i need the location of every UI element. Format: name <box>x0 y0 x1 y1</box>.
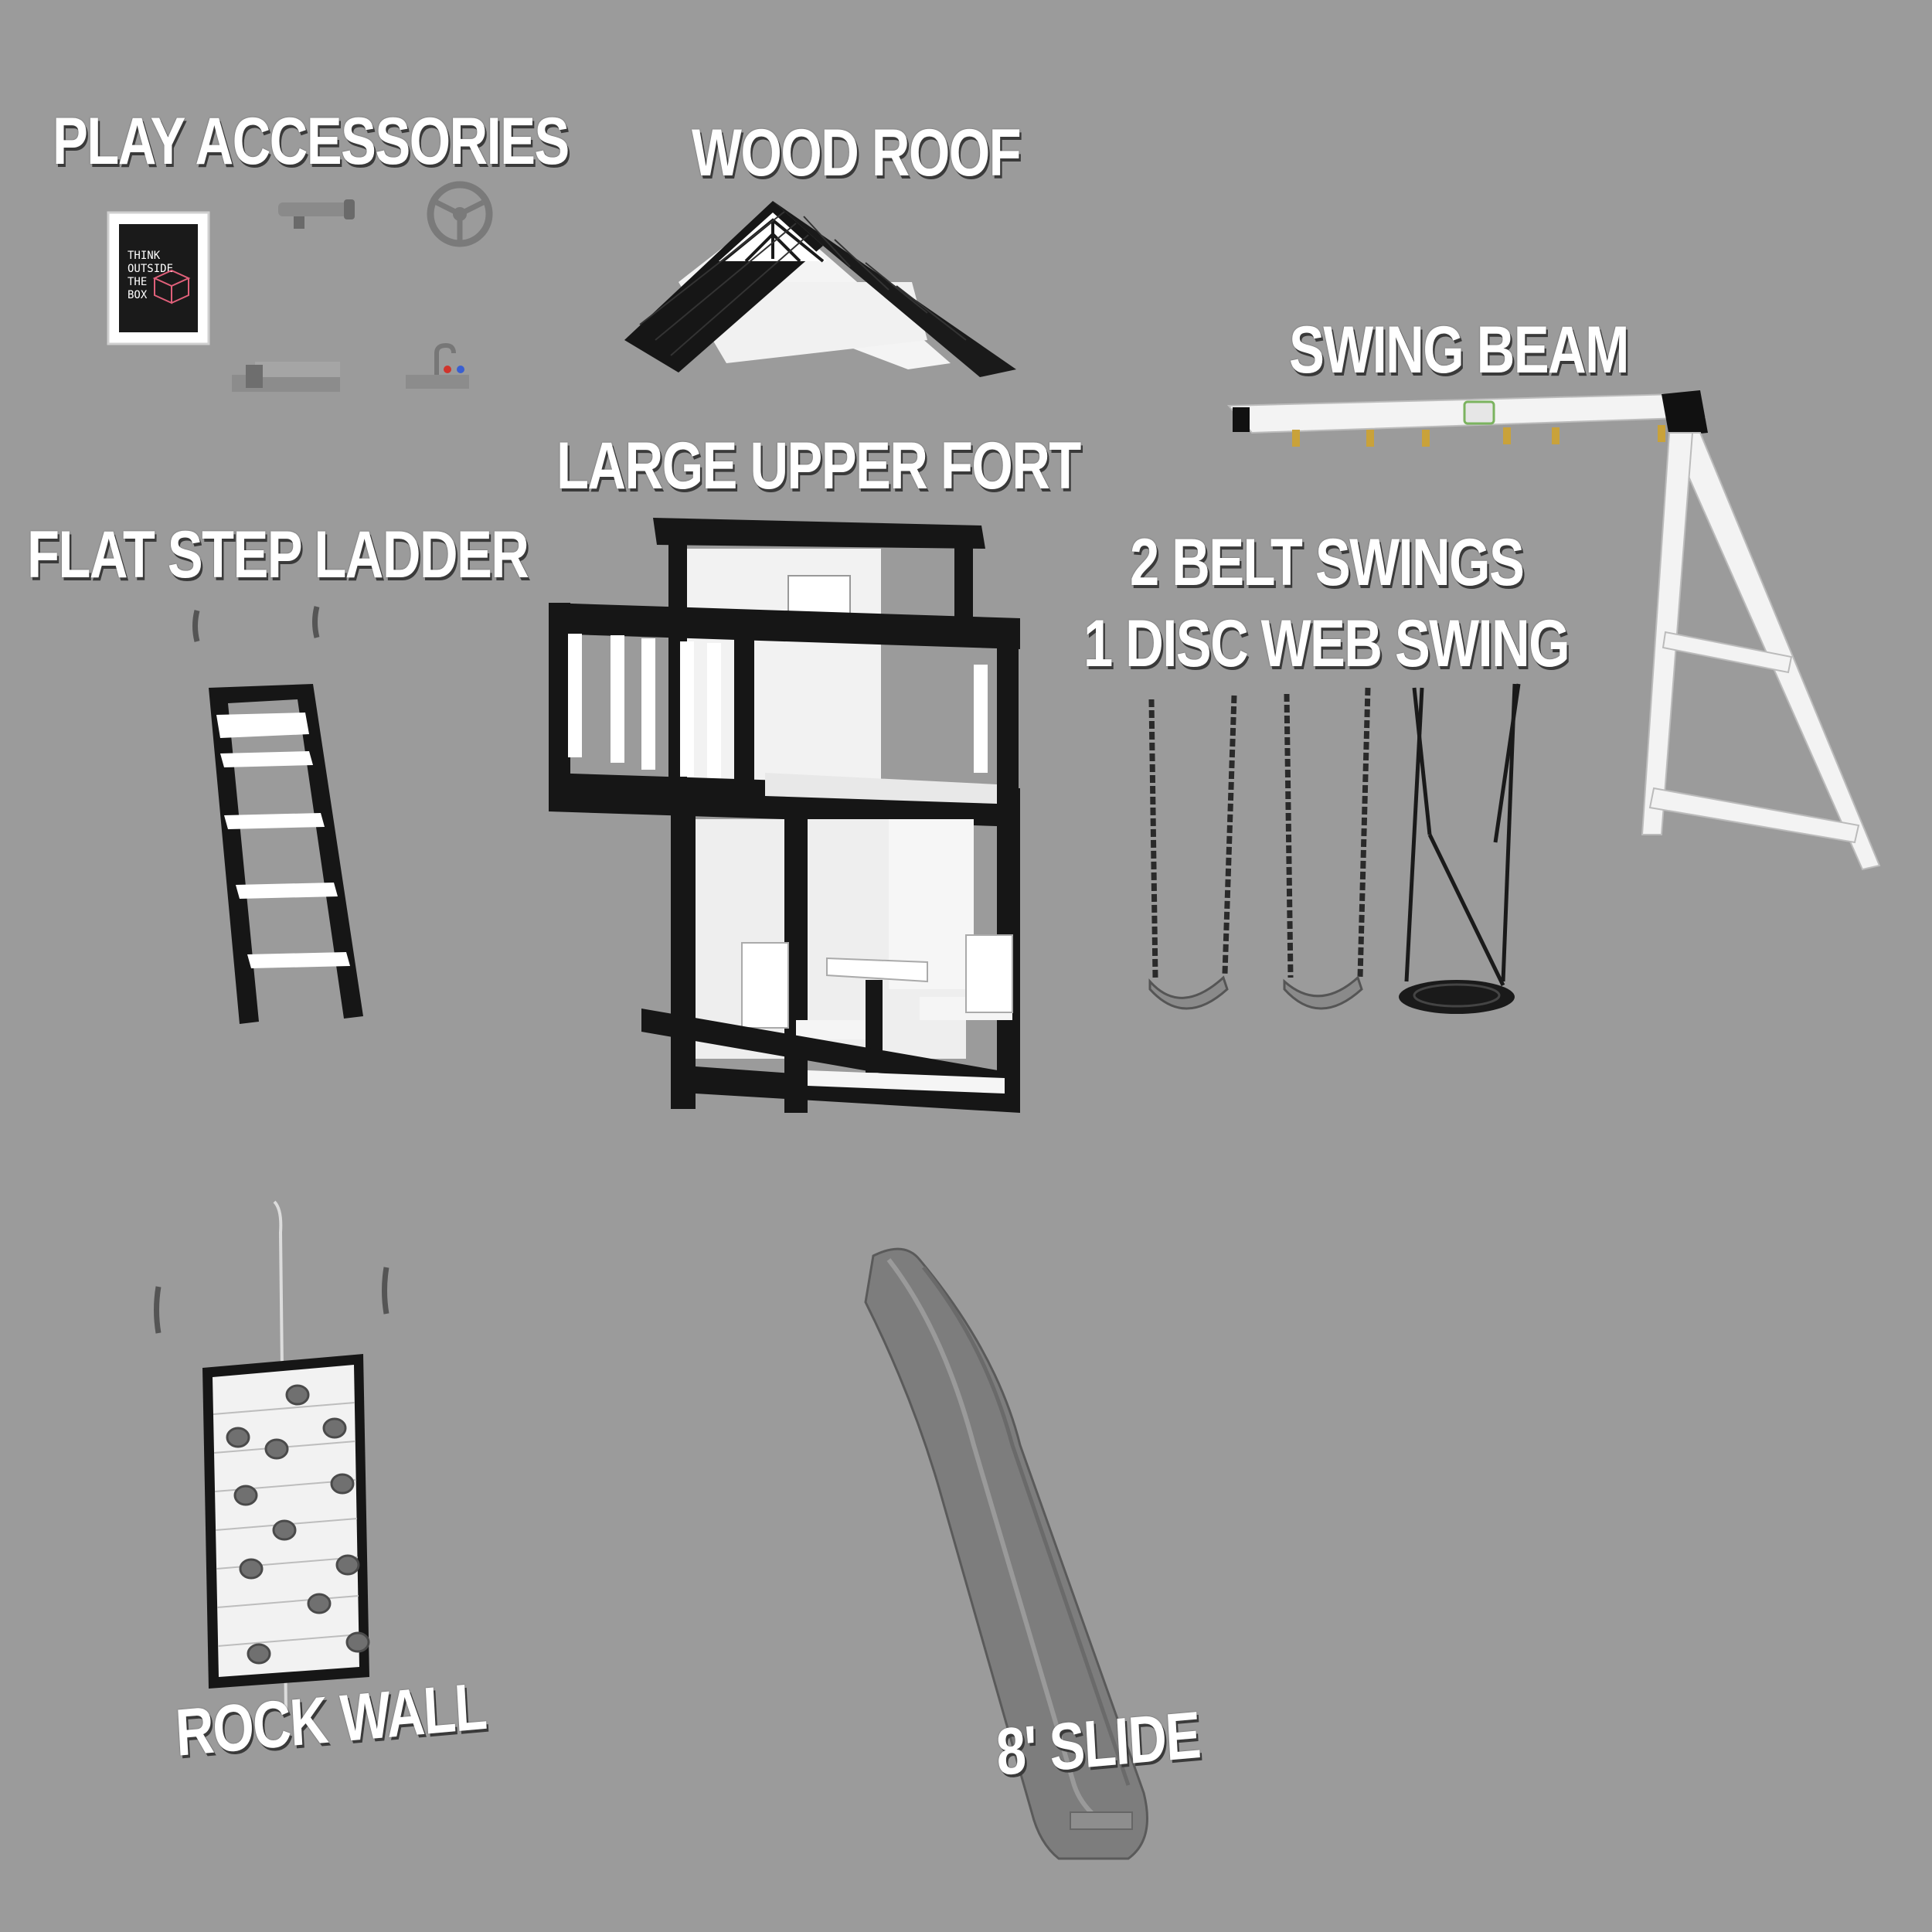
sink-faucet-accessory <box>406 342 469 389</box>
chalkboard-text-line4: BOX <box>128 289 148 301</box>
chalkboard-text-line3: THE <box>128 276 147 288</box>
steering-wheel-accessory <box>427 181 493 247</box>
stove-accessory <box>232 362 340 392</box>
disc-web-swing-label: 1 DISC WEB SWING <box>1083 607 1570 681</box>
wood-roof-component <box>624 201 1016 377</box>
swings-component <box>1148 683 1521 1014</box>
chalkboard-accessory: THINK OUTSIDE THE BOX <box>107 211 210 345</box>
rock-wall-component <box>154 1200 389 1713</box>
chalkboard-text-line2: OUTSIDE <box>128 263 173 275</box>
swing-beam-component <box>1226 390 1881 871</box>
large-upper-fort-component <box>549 518 1020 1113</box>
slide-component <box>864 1247 1148 1860</box>
chalkboard-text-line1: THINK <box>128 250 161 262</box>
belt-swings-label: 2 BELT SWINGS <box>1130 526 1525 600</box>
large-upper-fort-label: LARGE UPPER FORT <box>556 429 1081 503</box>
swing-beam-label: SWING BEAM <box>1289 313 1629 387</box>
flat-step-ladder-label: FLAT STEP LADDER <box>27 518 529 592</box>
telescope-accessory <box>278 199 355 229</box>
flat-step-ladder-component <box>192 606 363 1024</box>
slide-label: 8' SLIDE <box>994 1698 1202 1790</box>
wood-roof-label: WOOD ROOF <box>692 116 1022 190</box>
play-accessories-label: PLAY ACCESSORIES <box>53 104 570 179</box>
